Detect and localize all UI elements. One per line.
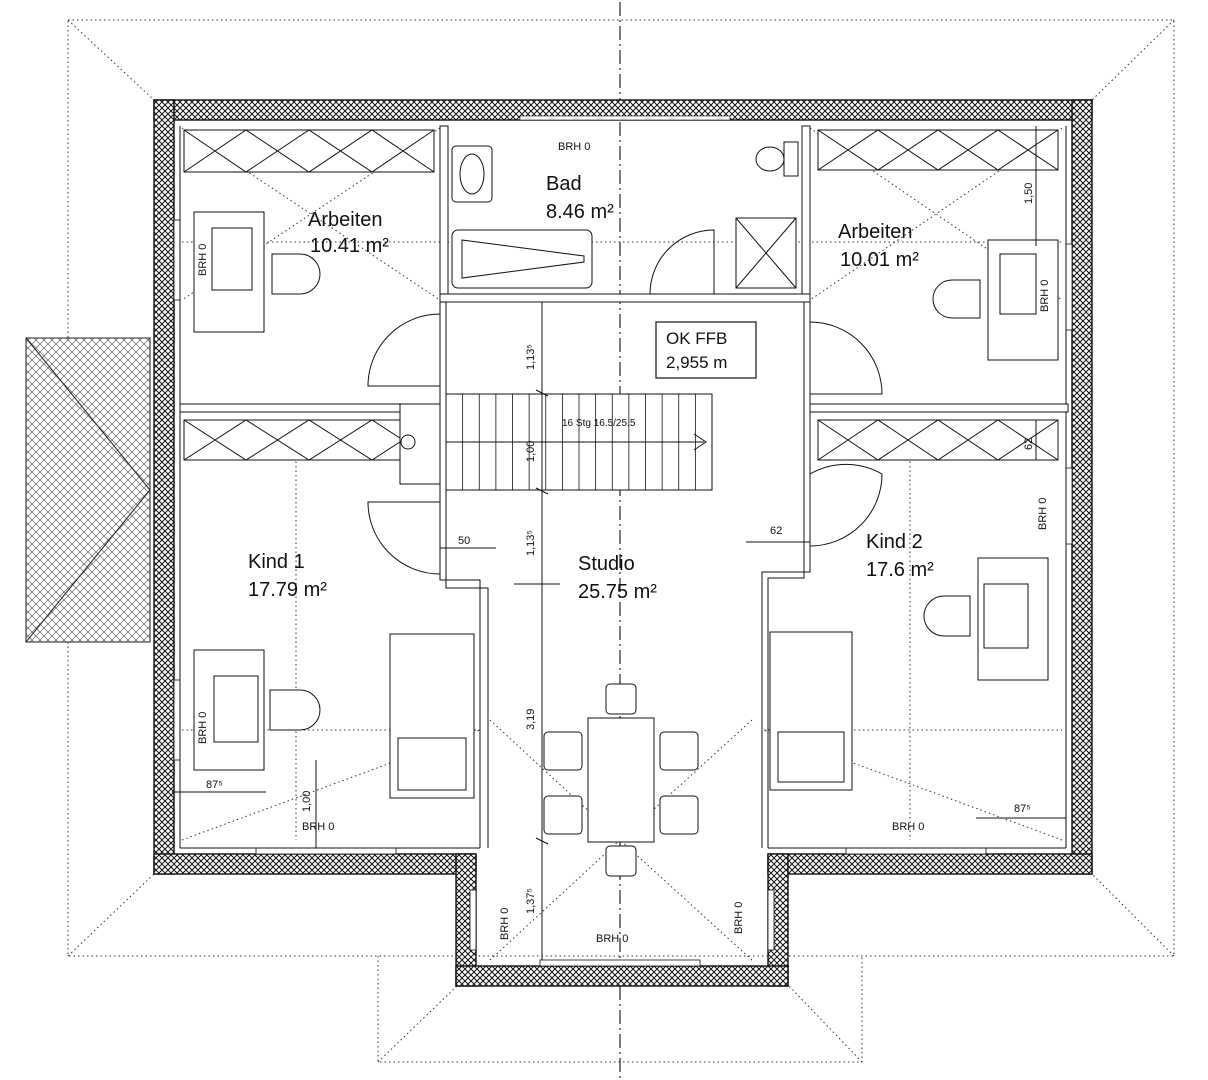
brh-kind1-bottom: BRH 0: [302, 821, 334, 833]
dim-62: 62: [770, 525, 782, 537]
room-studio-area: 25.75 m²: [578, 581, 657, 603]
brh-bad: BRH 0: [558, 141, 590, 153]
ok-ffb-line1: OK FFB: [666, 329, 727, 348]
brh-dormer-right: BRH 0: [733, 902, 745, 934]
exterior-walls: [153, 99, 1093, 987]
dim-150: 1,50: [1023, 183, 1035, 204]
bathtub: [451, 229, 593, 289]
wardrobe-kind1: [183, 419, 435, 461]
beds: [389, 631, 853, 799]
room-arbeiten-right-area: 10.01 m²: [840, 249, 919, 271]
brh-arbeiten-left: BRH 0: [197, 244, 209, 276]
dim-319: 3,19: [525, 709, 537, 730]
toilet: [755, 141, 799, 177]
room-arbeiten-right-name: Arbeiten: [838, 221, 913, 243]
room-studio-name: Studio: [578, 553, 635, 575]
room-kind1-name: Kind 1: [248, 551, 305, 573]
wardrobe-kind2: [817, 419, 1059, 461]
dimension-labels: 50 62 87⁵ 87⁵ 1,13⁵ 1,00 1,13⁵ 3,19 1,37…: [206, 183, 1035, 914]
dim-62-kind2: 62: [1023, 438, 1035, 450]
dim-87-left: 87⁵: [206, 779, 223, 791]
dim-100-kind1: 1,00: [301, 791, 313, 812]
dim-87-right: 87⁵: [1014, 803, 1031, 815]
room-bad-area: 8.46 m²: [546, 201, 614, 223]
brh-labels: BRH 0 BRH 0 BRH 0 BRH 0 BRH 0 BRH 0 BRH …: [197, 141, 1051, 945]
wardrobe-arbeiten-right: [817, 129, 1059, 171]
wardrobe-arbeiten-left: [183, 129, 435, 173]
bed-kind2: [769, 631, 853, 791]
ok-ffb-line2: 2,955 m: [666, 353, 727, 372]
bathroom-fixtures: [451, 141, 799, 295]
stair-label: 16 Stg 16.5/25.5: [562, 418, 636, 429]
room-kind2-area: 17.6 m²: [866, 559, 934, 581]
wardrobes: [183, 129, 1059, 461]
dim-100-stairs: 1,00: [525, 441, 537, 462]
brh-kind1-left: BRH 0: [197, 712, 209, 744]
dimension-lines: [172, 126, 1066, 960]
room-labels: Arbeiten 10.41 m² Bad 8.46 m² Arbeiten 1…: [248, 173, 934, 603]
dim-113-mid: 1,13⁵: [525, 530, 537, 556]
brh-kind2-right: BRH 0: [1037, 498, 1049, 530]
room-bad-name: Bad: [546, 173, 582, 195]
interior-walls: [179, 125, 1069, 849]
sink: [451, 145, 493, 203]
desks: [193, 211, 1059, 771]
brh-arbeiten-right: BRH 0: [1039, 280, 1051, 312]
roof-outline: [67, 19, 1175, 1063]
bad-door-arc: [649, 229, 715, 295]
bed-kind1: [389, 633, 475, 799]
dim-113-top: 1,13⁵: [525, 344, 537, 370]
dining-table: [543, 683, 699, 877]
brh-dormer-left: BRH 0: [499, 908, 511, 940]
room-kind1-area: 17.79 m²: [248, 579, 327, 601]
left-roof-section: [25, 337, 151, 643]
ok-ffb-box: OK FFB 2,955 m: [655, 321, 757, 379]
room-kind2-name: Kind 2: [866, 531, 923, 553]
doors: [367, 313, 883, 575]
dim-50: 50: [458, 535, 470, 547]
dim-1375: 1,37⁵: [525, 888, 537, 914]
staircase: 16 Stg 16.5/25.5: [399, 393, 713, 491]
brh-kind2-bottom: BRH 0: [892, 821, 924, 833]
room-arbeiten-left-name: Arbeiten: [308, 209, 383, 231]
brh-studio-bottom: BRH 0: [596, 933, 628, 945]
room-arbeiten-left-area: 10.41 m²: [310, 235, 389, 257]
